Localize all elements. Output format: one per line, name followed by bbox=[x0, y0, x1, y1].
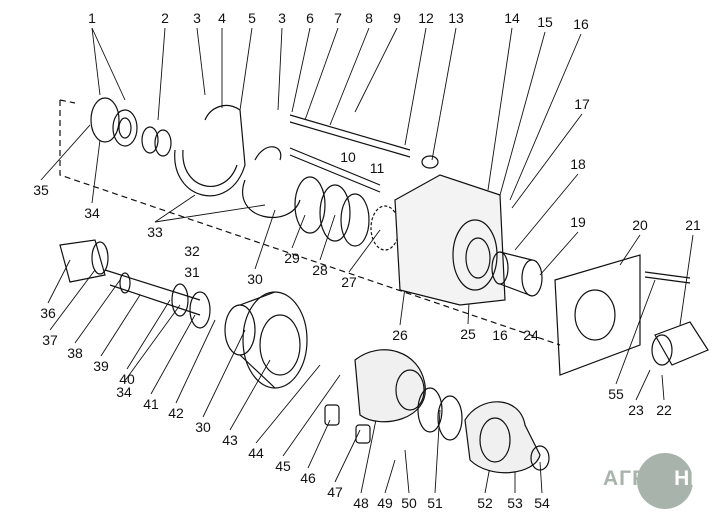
watermark-text-left: АГРО bbox=[603, 467, 665, 490]
callout-label: 12 bbox=[418, 10, 434, 26]
callout-label: 13 bbox=[448, 10, 464, 26]
callout-label: 25 bbox=[460, 326, 476, 342]
callout-label: 30 bbox=[195, 419, 211, 435]
pin-55 bbox=[644, 271, 691, 284]
callout-label: 26 bbox=[392, 327, 408, 343]
carrier-45 bbox=[354, 349, 426, 423]
watermark-logo: АГРО НКА bbox=[603, 467, 720, 491]
assembly-outline bbox=[59, 99, 561, 346]
callout-label: 33 bbox=[147, 224, 163, 240]
callout-label: 34 bbox=[116, 384, 132, 400]
callout-label: 48 bbox=[353, 495, 369, 511]
callout-label: 34 bbox=[84, 205, 100, 221]
callout-label: 39 bbox=[93, 358, 109, 374]
callout-label: 22 bbox=[656, 402, 672, 418]
callout-label: 44 bbox=[248, 445, 264, 461]
callout-label: 55 bbox=[608, 386, 624, 402]
callout-label: 18 bbox=[570, 156, 586, 172]
callout-label: 47 bbox=[327, 484, 343, 500]
callout-label: 29 bbox=[284, 250, 300, 266]
callout-label: 10 bbox=[340, 149, 356, 165]
callout-label: 52 bbox=[477, 495, 493, 511]
callout-label: 42 bbox=[168, 405, 184, 421]
callout-label: 46 bbox=[300, 470, 316, 486]
shaft-39 bbox=[104, 269, 211, 329]
callout-label: 43 bbox=[222, 432, 238, 448]
callout-label: 40 bbox=[119, 371, 135, 387]
bearing-1 bbox=[90, 97, 138, 147]
callout-label: 35 bbox=[33, 182, 49, 198]
callout-label: 45 bbox=[275, 458, 291, 474]
callout-label: 31 bbox=[184, 264, 200, 280]
callout-label: 20 bbox=[632, 217, 648, 233]
callout-label: 19 bbox=[570, 214, 586, 230]
callout-label: 16 bbox=[573, 16, 589, 32]
callout-label: 17 bbox=[574, 96, 590, 112]
leader-lines bbox=[40, 27, 694, 494]
callout-label: 37 bbox=[42, 332, 58, 348]
callout-label: 54 bbox=[534, 495, 550, 511]
filter-21 bbox=[651, 321, 709, 366]
callout-label: 15 bbox=[537, 14, 553, 30]
housing-26 bbox=[394, 174, 506, 306]
clutch-pack-28 bbox=[294, 176, 400, 251]
callout-label: 2 bbox=[161, 10, 169, 26]
cover-plate-20 bbox=[554, 254, 641, 376]
callout-label: 7 bbox=[334, 10, 342, 26]
shaft-7 bbox=[289, 114, 411, 158]
callout-label: 8 bbox=[365, 10, 373, 26]
callout-label: 14 bbox=[504, 10, 520, 26]
callout-label: 36 bbox=[40, 305, 56, 321]
callout-label: 49 bbox=[377, 495, 393, 511]
callout-label: 21 bbox=[685, 217, 701, 233]
callout-label: 1 bbox=[88, 10, 96, 26]
callout-label: 23 bbox=[628, 402, 644, 418]
callout-label: 38 bbox=[67, 345, 83, 361]
coupling-36 bbox=[59, 239, 109, 283]
shaft-10 bbox=[289, 147, 381, 193]
callout-label: 53 bbox=[507, 495, 523, 511]
callout-label: 24 bbox=[523, 327, 539, 343]
brake-band-33 bbox=[174, 105, 246, 197]
callout-label: 11 bbox=[369, 160, 385, 176]
callout-label: 9 bbox=[393, 10, 401, 26]
callout-label: 28 bbox=[312, 262, 328, 278]
callout-label: 16 bbox=[492, 327, 508, 343]
bushing-13 bbox=[421, 155, 439, 169]
shaft-18 bbox=[491, 251, 543, 297]
callout-label: 50 bbox=[401, 495, 417, 511]
callout-label: 3 bbox=[278, 10, 286, 26]
callout-label: 32 bbox=[184, 243, 200, 259]
sleeve-2 bbox=[141, 126, 172, 157]
callout-label: 4 bbox=[218, 10, 226, 26]
callout-label: 41 bbox=[143, 396, 159, 412]
callout-label: 30 bbox=[247, 271, 263, 287]
callout-label: 51 bbox=[427, 495, 443, 511]
watermark-circle bbox=[637, 453, 693, 509]
drum-52 bbox=[464, 401, 550, 474]
gear-43 bbox=[224, 291, 308, 389]
callout-label: 5 bbox=[248, 10, 256, 26]
callout-label: 3 bbox=[193, 10, 201, 26]
callout-label: 27 bbox=[341, 274, 357, 290]
planet-pinion-46 bbox=[324, 404, 371, 444]
watermark-text-right: НКА bbox=[674, 467, 721, 490]
sun-gear-51 bbox=[417, 387, 463, 441]
callout-label: 6 bbox=[306, 10, 314, 26]
